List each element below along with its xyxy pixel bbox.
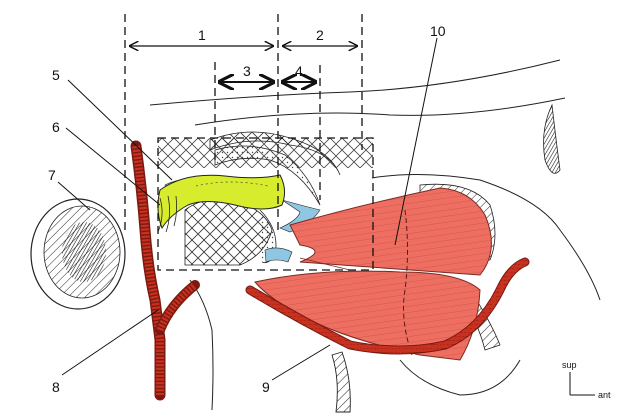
label-7: 7 bbox=[48, 167, 56, 183]
label-4: 4 bbox=[295, 63, 303, 79]
label-1: 1 bbox=[198, 27, 206, 43]
label-8: 8 bbox=[52, 379, 60, 395]
label-3: 3 bbox=[243, 63, 251, 79]
label-10: 10 bbox=[430, 23, 446, 39]
maxillary-artery bbox=[245, 257, 530, 355]
orientation-sup-label: sup bbox=[562, 360, 577, 370]
lateral-pterygoid-muscle bbox=[254, 187, 492, 361]
external-ear-structure bbox=[30, 198, 126, 310]
label-9: 9 bbox=[262, 379, 270, 395]
leader-lines bbox=[57, 37, 438, 381]
label-6: 6 bbox=[52, 119, 60, 135]
joint-region bbox=[158, 131, 373, 266]
styloid-process bbox=[331, 351, 351, 413]
orientation-ant-label: ant bbox=[598, 390, 611, 400]
temporal-artery bbox=[130, 140, 200, 401]
measurement-arrows bbox=[130, 46, 357, 82]
label-5: 5 bbox=[52, 67, 60, 83]
articular-disc bbox=[157, 174, 286, 233]
label-2: 2 bbox=[316, 27, 324, 43]
orientation-indicator: sup ant bbox=[562, 360, 611, 400]
labels: 1 2 3 4 5 6 7 8 9 10 bbox=[48, 23, 446, 395]
